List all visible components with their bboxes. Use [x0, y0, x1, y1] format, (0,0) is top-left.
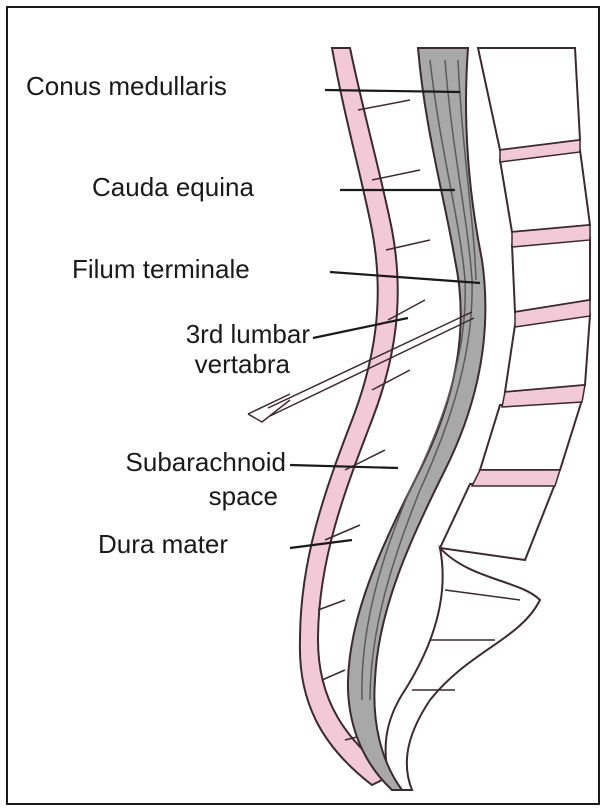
- label-cauda-equina: Cauda equina: [92, 173, 254, 201]
- label-subarachnoid-line1: Subarachnoid: [40, 448, 286, 476]
- label-filum-terminale: Filum terminale: [72, 255, 250, 283]
- label-conus-medullaris: Conus medullaris: [26, 72, 227, 100]
- label-dura-mater: Dura mater: [98, 530, 228, 558]
- label-lumbar-line1: 3rd lumbar: [120, 320, 310, 348]
- label-subarachnoid-line2: space: [40, 482, 278, 510]
- label-lumbar-line2: vertabra: [120, 350, 290, 378]
- sacrum: [386, 548, 540, 790]
- leader-subarachnoid: [290, 465, 398, 468]
